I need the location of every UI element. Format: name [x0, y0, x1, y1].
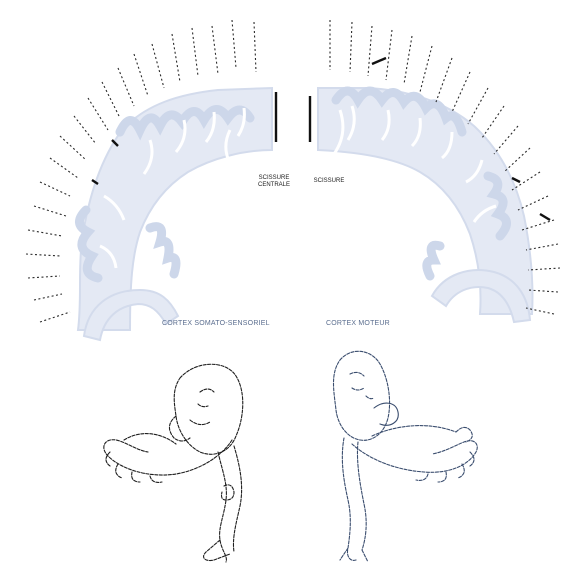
motor-homunculus-body [340, 438, 368, 562]
sensory-homunculus-knot [222, 485, 235, 500]
central-sulcus-label-right: SCISSURE [312, 178, 346, 185]
sensory-cortex-section [26, 20, 276, 340]
sensory-homunculus [104, 364, 243, 562]
motor-cortex-caption: CORTEX MOTEUR [326, 320, 390, 327]
central-sulcus-label-left: SCISSURE CENTRALE [256, 175, 292, 189]
motor-homunculus [334, 351, 478, 562]
motor-homunculus-tongue [374, 403, 398, 425]
motor-homunculus-face [350, 372, 374, 398]
sensory-cortex-caption: CORTEX SOMATO-SENSORIEL [162, 320, 270, 327]
sensory-homunculus-body [204, 446, 242, 562]
motor-homunculus-head [334, 351, 390, 440]
motor-homunculus-hand [352, 426, 477, 482]
motor-cortex-section [310, 20, 560, 322]
sensory-homunculus-hand [104, 434, 232, 483]
